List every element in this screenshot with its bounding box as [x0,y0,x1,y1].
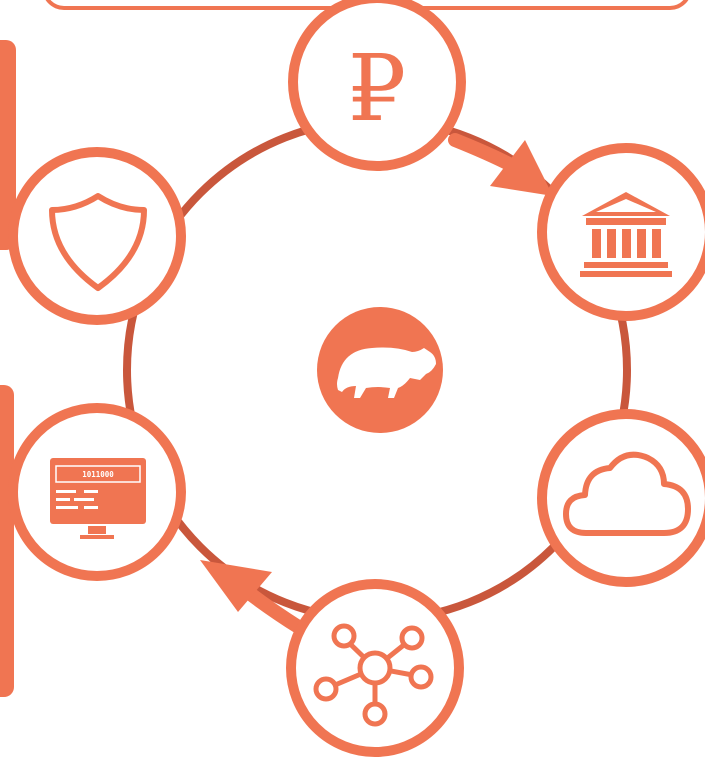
arrow-ruble-to-bank [448,133,553,196]
shield-icon [49,193,147,291]
bull-icon [337,347,436,398]
left-side-tab-lower [0,385,14,697]
ruble-icon: ₽ [348,35,407,142]
center-badge [317,307,443,433]
arrow-network-to-monitor [200,560,307,635]
left-side-tab-upper [0,40,16,250]
node-shield [8,147,186,325]
node-ruble: ₽ [288,0,466,171]
bank-icon [580,192,672,277]
node-bank [537,143,705,321]
node-monitor: 1011000 [8,403,186,581]
monitor-icon: 1011000 [50,458,146,539]
node-cloud [537,409,705,587]
node-network [286,579,464,757]
svg-text:1011000: 1011000 [82,470,114,479]
network-icon [313,623,434,727]
cloud-icon [563,451,691,536]
